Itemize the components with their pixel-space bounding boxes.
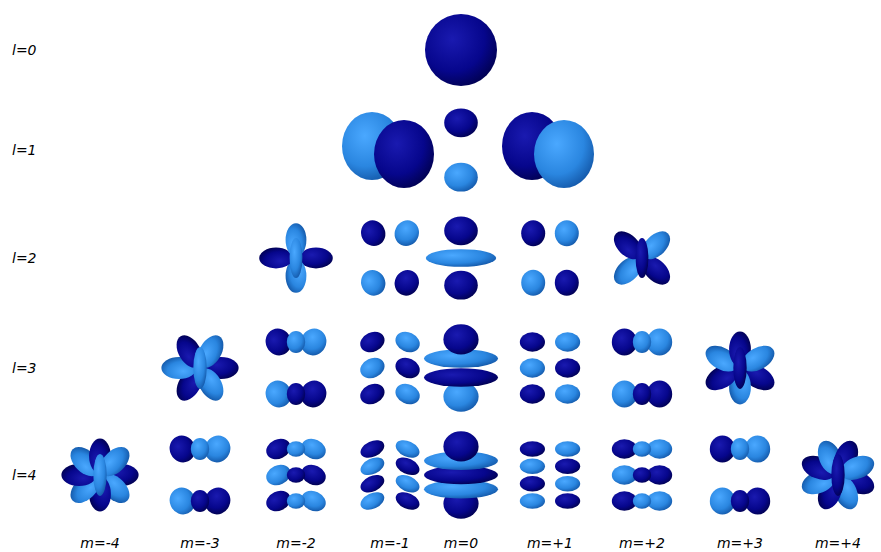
degree-label: l=4 — [12, 468, 37, 482]
harmonic-lobe — [357, 216, 390, 250]
harmonic-lobe — [374, 120, 434, 188]
harmonic-lobe — [520, 384, 545, 403]
harmonic-lobe — [444, 271, 478, 300]
harmonic-lobe — [555, 270, 579, 296]
degree-label: l=2 — [12, 251, 37, 265]
harmonic-lobe — [633, 467, 651, 483]
harmonic-lobe — [633, 441, 651, 457]
harmonic-lobe — [555, 332, 580, 351]
harmonic-lobe — [357, 266, 390, 300]
harmonic-lobe — [521, 270, 545, 296]
harmonic-lobe — [520, 358, 545, 377]
harmonic-lobe — [390, 266, 423, 300]
harmonic-lobe — [731, 438, 749, 460]
harmonic-lobe — [390, 216, 423, 250]
order-label: m=-2 — [276, 536, 315, 550]
harmonic-lobe — [393, 471, 422, 496]
harmonic-lobe — [633, 383, 651, 405]
harmonic-lobe — [633, 331, 651, 353]
harmonic-lobe — [555, 441, 580, 456]
harmonic-lobe — [191, 438, 209, 460]
harmonic-lobe — [393, 454, 422, 479]
harmonic-lobe — [357, 380, 388, 408]
harmonic-lobe — [520, 459, 545, 474]
harmonic-lobe — [393, 437, 422, 462]
harmonic-lobe — [520, 441, 545, 456]
degree-label: l=3 — [12, 361, 37, 375]
harmonic-lobe — [555, 459, 580, 474]
harmonic-lobe — [443, 324, 478, 354]
harmonic-lobe — [357, 354, 388, 382]
harmonic-lobe — [555, 220, 579, 246]
harmonic-lobe — [424, 368, 498, 386]
harmonic-lobe — [555, 384, 580, 403]
harmonic-lobe — [636, 238, 649, 278]
harmonic-lobe — [555, 493, 580, 508]
order-label: m=+3 — [717, 536, 763, 550]
harmonic-lobe — [193, 347, 206, 389]
harmonic-lobe — [287, 331, 305, 353]
harmonic-lobe — [520, 476, 545, 491]
degree-label: l=0 — [12, 43, 37, 57]
harmonic-lobe — [357, 328, 388, 356]
order-label: m=+2 — [619, 536, 665, 550]
harmonic-lobe — [93, 454, 106, 496]
harmonic-lobe — [358, 437, 387, 462]
order-label: m=+4 — [815, 536, 861, 550]
harmonic-lobe — [831, 454, 844, 496]
harmonic-lobe — [633, 493, 651, 509]
harmonic-lobe — [444, 163, 478, 192]
order-label: m=-1 — [370, 536, 409, 550]
order-label: m=-3 — [180, 536, 219, 550]
order-label: m=+1 — [527, 536, 573, 550]
order-label: m=-4 — [80, 536, 119, 550]
harmonic-lobe — [358, 454, 387, 479]
harmonic-lobe — [290, 238, 303, 278]
harmonic-lobe — [521, 220, 545, 246]
harmonic-lobe — [443, 431, 478, 461]
harmonic-lobe — [191, 490, 209, 512]
harmonic-lobe — [287, 493, 305, 509]
harmonic-lobe — [358, 471, 387, 496]
harmonic-lobe — [555, 476, 580, 491]
harmonic-lobe — [520, 332, 545, 351]
harmonic-lobe — [259, 248, 293, 269]
degree-label: l=1 — [12, 143, 37, 157]
harmonic-lobe — [534, 120, 594, 188]
harmonic-lobe — [444, 108, 478, 137]
harmonic-lobe — [287, 441, 305, 457]
harmonic-lobe — [358, 489, 387, 514]
harmonic-lobe — [392, 354, 423, 382]
order-label: m=0 — [444, 536, 478, 550]
harmonic-lobe — [287, 383, 305, 405]
harmonic-lobe — [444, 216, 478, 245]
harmonic-lobe — [731, 490, 749, 512]
harmonic-lobe — [520, 493, 545, 508]
harmonic-lobe — [392, 380, 423, 408]
harmonic-lobe — [426, 249, 496, 267]
harmonic-lobe — [299, 248, 333, 269]
harmonic-lobe — [287, 467, 305, 483]
harmonic-lobe — [555, 358, 580, 377]
harmonic-lobe — [392, 328, 423, 356]
harmonic-lobe — [733, 347, 746, 389]
harmonic-lobe — [393, 489, 422, 514]
harmonic-lobe — [425, 14, 497, 86]
